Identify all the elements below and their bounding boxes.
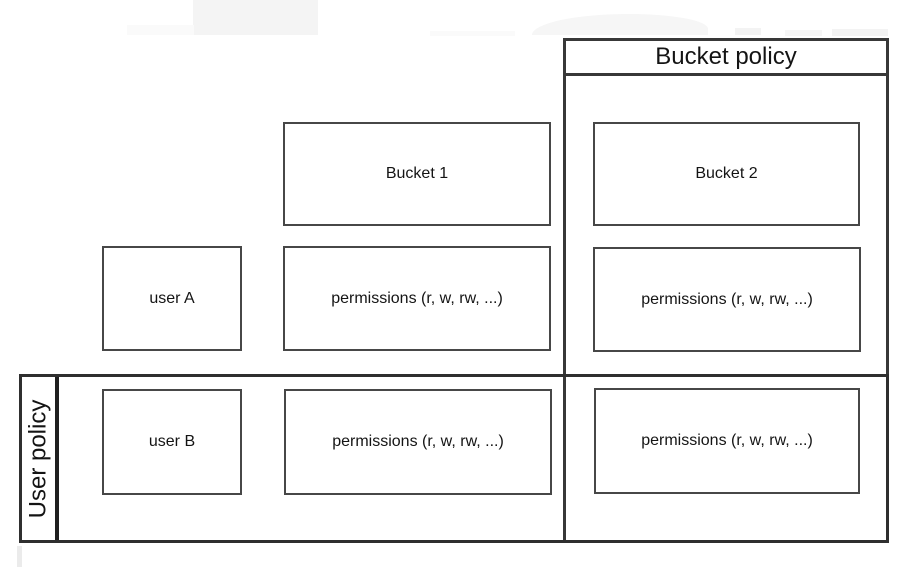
- permissions-box-usera-bucket1: permissions (r, w, rw, ...): [283, 246, 551, 351]
- user-b-box: user B: [102, 389, 242, 495]
- user-a-box: user A: [102, 246, 242, 351]
- permissions-label: permissions (r, w, rw, ...): [332, 433, 504, 450]
- user-policy-container: User policy: [19, 374, 889, 543]
- screenshot-artifact: [430, 31, 515, 36]
- screenshot-artifact: [17, 546, 22, 567]
- user-a-label: user A: [149, 289, 195, 307]
- screenshot-artifact: [785, 30, 822, 36]
- permissions-box-userb-bucket2: permissions (r, w, rw, ...): [594, 388, 860, 494]
- permissions-label: permissions (r, w, rw, ...): [641, 290, 813, 308]
- permissions-label: permissions (r, w, rw, ...): [641, 432, 813, 449]
- screenshot-artifact: [735, 28, 761, 35]
- screenshot-artifact: [832, 29, 888, 36]
- user-b-label: user B: [148, 433, 196, 450]
- screenshot-artifact: [193, 0, 318, 35]
- bucket2-label: Bucket 2: [695, 165, 758, 182]
- permissions-label: permissions (r, w, rw, ...): [331, 289, 503, 307]
- screenshot-artifact: [532, 14, 708, 35]
- screenshot-artifact: [127, 25, 194, 35]
- permissions-box-usera-bucket2: permissions (r, w, rw, ...): [593, 247, 861, 352]
- bucket-policy-title: Bucket policy: [655, 43, 797, 70]
- bucket1-label: Bucket 1: [385, 165, 449, 182]
- permissions-box-userb-bucket1: permissions (r, w, rw, ...): [284, 389, 552, 495]
- bucket-policy-header: Bucket policy: [566, 41, 886, 76]
- bucket2-box: Bucket 2: [593, 122, 860, 226]
- bucket1-box: Bucket 1: [283, 122, 551, 226]
- user-policy-title: User policy: [24, 399, 52, 518]
- bucket-policy-container: Bucket policy: [563, 38, 889, 543]
- user-policy-label-column: User policy: [22, 377, 59, 540]
